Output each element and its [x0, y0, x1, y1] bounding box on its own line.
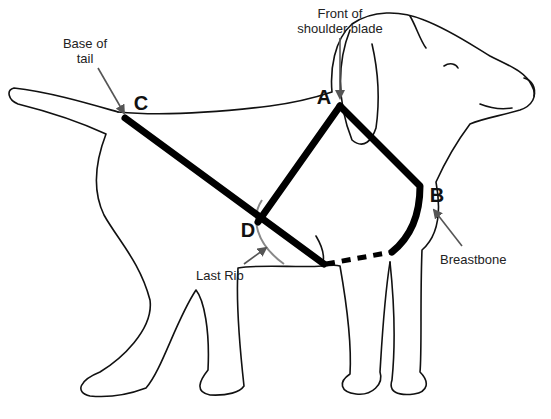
callout-label: Last Rib [196, 268, 266, 283]
dotted-line [326, 252, 392, 264]
dog-outline [9, 13, 534, 397]
point-letter: C [131, 92, 151, 114]
callout-label: Breastbone [440, 252, 520, 267]
leader-arrows [98, 38, 462, 264]
point-letter: D [238, 219, 258, 241]
point-letter: B [427, 184, 447, 206]
callout-label: Base of tail [55, 36, 115, 66]
measure-lines [125, 106, 420, 264]
callout-label: Front of shoulder blade [293, 6, 387, 36]
point-letter: A [314, 86, 334, 108]
